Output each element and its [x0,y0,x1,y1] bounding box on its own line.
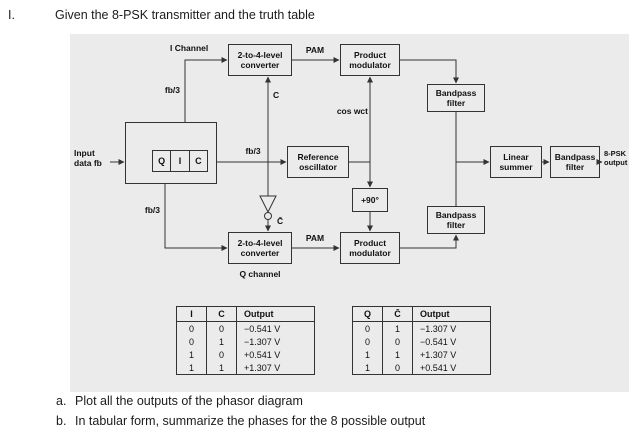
cell: 1 [382,321,413,335]
bit-splitter-cells: Q I C [152,150,208,172]
cell: 1 [188,349,194,360]
cell: 0 [188,323,194,334]
cell: 1 [364,349,370,360]
label-fb3-i: fb/3 [164,85,180,95]
block-reference-oscillator: Reference oscillator [287,146,349,178]
table-row: 0 1 −1.307 V [353,321,491,335]
block-linear-summer: Linear summer [490,146,542,178]
block-product-modulator-top: Product modulator [340,44,400,76]
cell: +1.307 V [412,348,491,361]
sub-question-b: b. In tabular form, summarize the phases… [56,414,425,428]
cell: 1 [206,335,237,348]
col-header-q: Q [352,306,383,322]
table-header-row: Q C̄ Output [352,306,491,322]
table-row: 1 1 +1.307 V [177,361,315,375]
block-phase-shift-90: +90° [352,188,388,212]
table-row: 1 0 +0.541 V [177,348,315,361]
cell: 1 [382,348,413,361]
splitter-cell-c: C [188,151,207,171]
label-c-bit: C [273,90,280,100]
label-i-channel: I Channel [170,43,209,53]
label-fb3-q: fb/3 [144,205,160,215]
inverter-gate [259,195,277,220]
block-bandpass-output: Bandpass filter [550,146,600,178]
cell: 0 [382,335,413,348]
label-fb3-c: fb/3 [245,146,261,156]
label-output-line1: 8-PSK [604,149,627,158]
table-row: 0 0 −0.541 V [353,335,491,348]
block-product-modulator-bottom: Product modulator [340,232,400,264]
block-q-converter: 2-to-4-level converter [228,232,292,264]
col-header-i: I [176,306,207,322]
label-c-bar: C̄ [277,216,284,226]
cell: 0 [188,336,194,347]
sub-question-a-marker: a. [56,394,67,408]
cell: 0 [364,336,370,347]
label-input-line2: data fb [74,158,102,168]
cell: 0 [206,321,237,335]
cell: −1.307 V [236,335,315,348]
label-input-line1: Input [74,148,95,158]
table-row: 1 0 +0.541 V [353,361,491,375]
cell: −0.541 V [412,335,491,348]
cell: −0.541 V [236,321,315,335]
col-header-output: Output [412,306,491,322]
table-row: 0 1 −1.307 V [177,335,315,348]
truth-table-ic: I C Output 0 0 −0.541 V 0 1 −1.307 V 1 0… [176,306,315,375]
cell: 1 [206,361,237,375]
cell: +0.541 V [236,348,315,361]
sub-question-b-marker: b. [56,414,67,428]
cell: 1 [188,362,194,373]
cell: +0.541 V [412,361,491,375]
cell: 0 [364,323,370,334]
cell: −1.307 V [412,321,491,335]
sub-question-a: a. Plot all the outputs of the phasor di… [56,394,303,408]
table-row: 0 0 −0.541 V [177,321,315,335]
block-bit-splitter [125,122,217,184]
splitter-cell-q: Q [158,156,166,166]
problem-numeral: I. [8,8,15,22]
cell: 0 [206,348,237,361]
label-output-line2: output [604,158,628,167]
block-i-converter: 2-to-4-level converter [228,44,292,76]
figure-background [70,34,629,392]
table-row: 1 1 +1.307 V [353,348,491,361]
problem-prompt: Given the 8-PSK transmitter and the trut… [55,8,315,22]
label-pam-top: PAM [305,45,325,55]
truth-table-qc: Q C̄ Output 0 1 −1.307 V 0 0 −0.541 V 1 … [352,306,491,375]
block-bandpass-bottom: Bandpass filter [427,206,485,234]
label-carrier-cos-wct: cos wct [336,106,368,116]
splitter-cell-i: I [170,151,188,171]
cell: +1.307 V [236,361,315,375]
table-header-row: I C Output [176,306,315,322]
cell: 0 [382,361,413,375]
sub-question-a-text: Plot all the outputs of the phasor diagr… [75,394,303,408]
sub-question-b-text: In tabular form, summarize the phases fo… [75,414,426,428]
col-header-c: C [206,306,237,322]
col-header-output: Output [236,306,315,322]
col-header-cbar: C̄ [382,306,413,322]
label-q-channel: Q channel [239,269,281,279]
block-bandpass-top: Bandpass filter [427,84,485,112]
label-pam-bottom: PAM [305,233,325,243]
cell: 1 [364,362,370,373]
